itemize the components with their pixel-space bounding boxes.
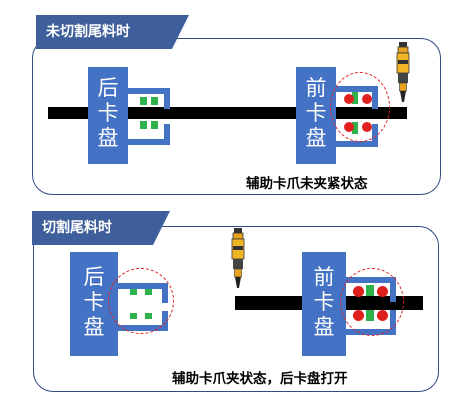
caption-before-cutting: 辅助卡爪未夹紧状态 — [246, 176, 368, 192]
highlight-circle — [340, 268, 404, 336]
tab-before-cutting: 未切割尾料时 — [36, 15, 189, 49]
rear-aux-bracket-top — [128, 88, 170, 109]
rear-chuck-label: 后 卡 盘 — [97, 76, 119, 150]
front-chuck — [302, 252, 346, 356]
caption-during-cutting: 辅助卡爪夹状态，后卡盘打开 — [172, 371, 348, 387]
rear-aux-bracket-bottom — [128, 124, 170, 145]
rear-chuck-label: 后 卡 盘 — [83, 265, 105, 339]
laser-head-icon — [231, 228, 245, 288]
rear-aux-jaw — [140, 121, 147, 129]
highlight-circle — [330, 72, 390, 142]
rear-aux-jaw — [140, 97, 147, 105]
rear-chuck — [88, 67, 128, 164]
rear-aux-jaw — [151, 121, 158, 129]
laser-head-icon — [396, 42, 410, 102]
front-chuck-label: 前 卡 盘 — [305, 76, 327, 150]
tab-during-cutting: 切割尾料时 — [32, 211, 170, 245]
front-chuck-label: 前 卡 盘 — [313, 265, 335, 339]
rear-aux-jaw — [151, 97, 158, 105]
highlight-circle — [108, 268, 174, 334]
front-chuck — [296, 67, 336, 164]
